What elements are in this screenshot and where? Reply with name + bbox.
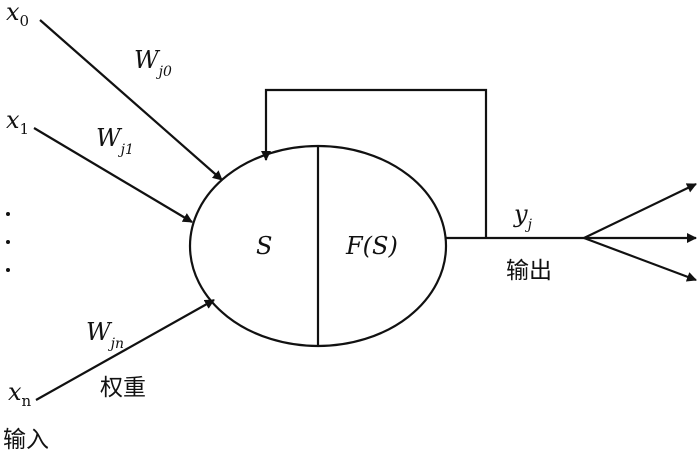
- output-y-label: yj: [513, 200, 533, 233]
- input-xn-label: xn: [8, 378, 32, 410]
- input-arrow-x0: [39, 19, 223, 181]
- activation-label: F(S): [345, 232, 398, 260]
- output-label: 输出: [506, 258, 552, 284]
- ellipsis-dot: [6, 212, 10, 216]
- input-arrow-x1: [33, 127, 193, 223]
- feedback-loop: [261, 88, 488, 238]
- output-arrow-up: [583, 183, 697, 239]
- weight-label: 权重: [100, 375, 146, 401]
- input-x0-label: x0: [6, 0, 29, 30]
- weight-w1-label: Wj1: [96, 124, 134, 158]
- input-x1-label: x1: [6, 106, 29, 138]
- input-arrow-xn: [35, 299, 215, 401]
- weight-w0-label: Wj0: [134, 46, 172, 80]
- output-arrow-down: [583, 236, 697, 282]
- sum-label: S: [256, 232, 272, 260]
- ellipsis-dot: [6, 240, 10, 244]
- input-label: 输入: [3, 427, 49, 453]
- weight-wn-label: Wjn: [86, 318, 124, 352]
- ellipsis-dot: [6, 268, 10, 272]
